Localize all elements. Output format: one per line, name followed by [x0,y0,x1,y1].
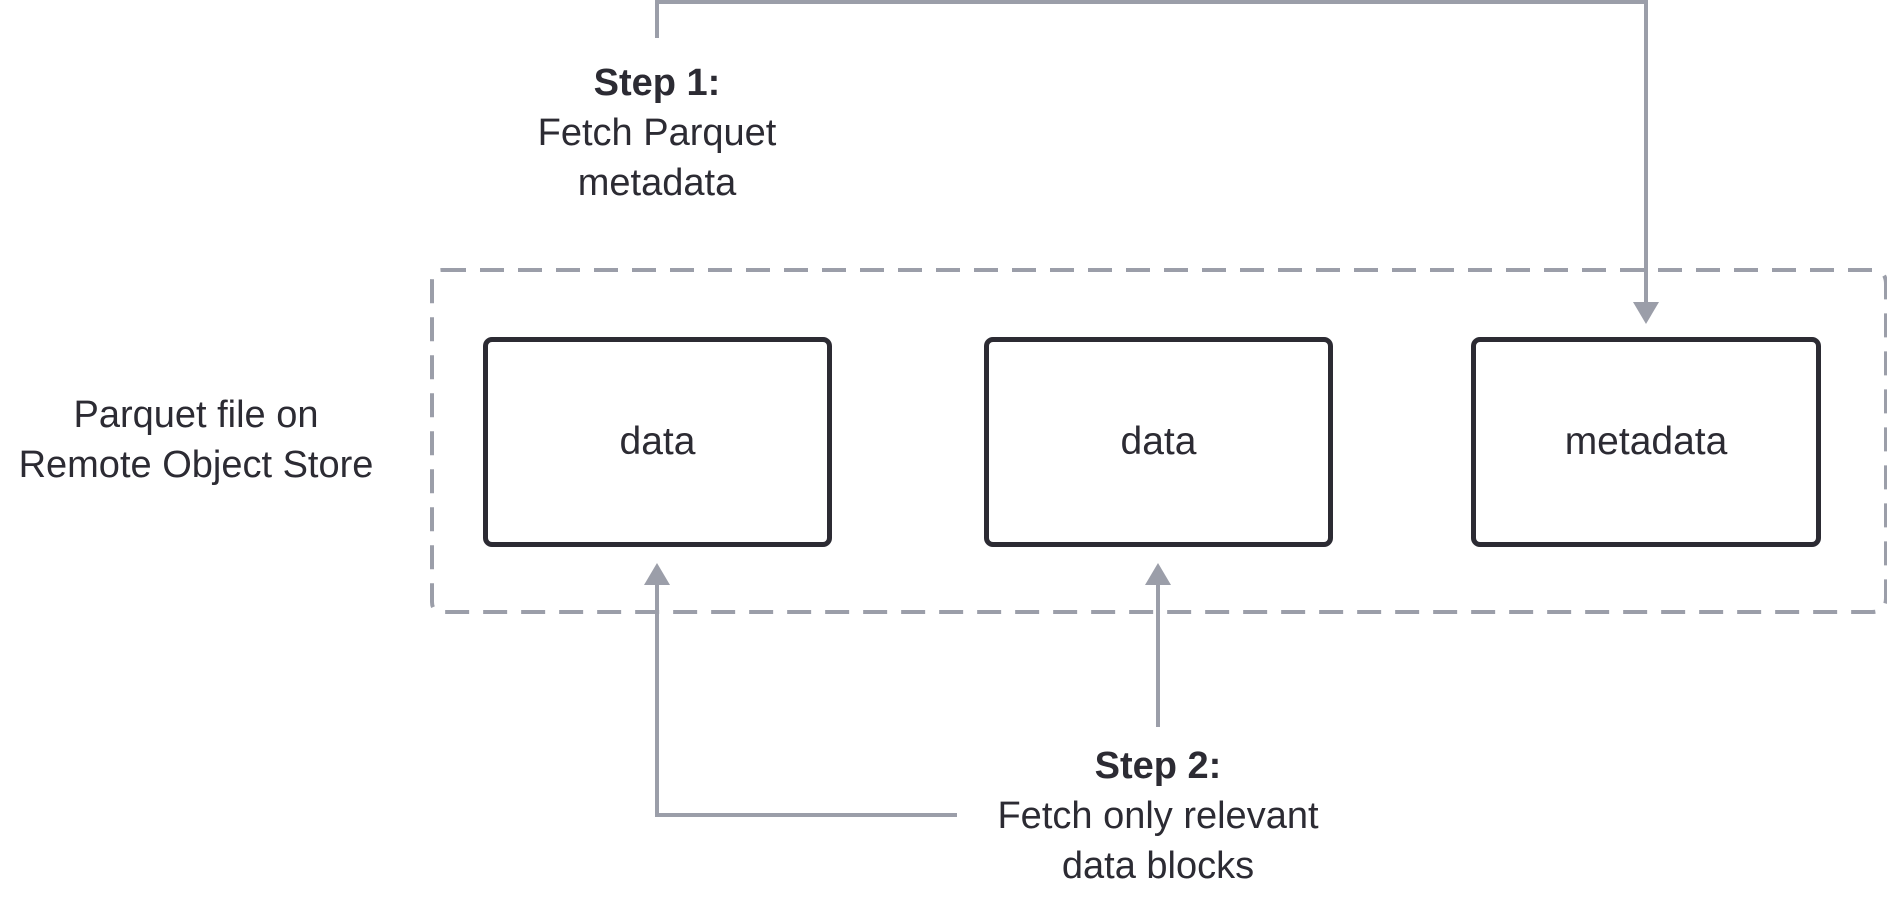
step1-arrow-head [1633,302,1659,324]
data-block-2-label: data [1120,420,1197,463]
step2-label: Step 2: Fetch only relevant data blocks [958,741,1358,891]
file-label-line1: Parquet file on [73,394,319,436]
step1-line2: metadata [577,162,737,204]
step2-line2: data blocks [1061,845,1255,887]
step2-title: Step 2: [1094,745,1222,787]
step1-label: Step 1: Fetch Parquet metadata [487,58,827,208]
step2-arrow-line-left [655,580,957,817]
metadata-block: metadata [1471,337,1821,547]
file-label: Parquet file on Remote Object Store [0,390,392,490]
step1-line1: Fetch Parquet [537,112,777,154]
step2-line1: Fetch only relevant [997,795,1319,837]
data-block-1: data [483,337,832,547]
step1-arrow-line [655,0,1648,306]
step1-title: Step 1: [593,62,721,104]
data-block-2: data [984,337,1333,547]
metadata-block-label: metadata [1564,420,1728,463]
parquet-file-container [430,268,1887,614]
file-label-line2: Remote Object Store [18,444,374,486]
data-block-1-label: data [619,420,696,463]
step2-arrow-head-left [644,563,670,585]
step2-arrow-head-middle [1145,563,1171,585]
